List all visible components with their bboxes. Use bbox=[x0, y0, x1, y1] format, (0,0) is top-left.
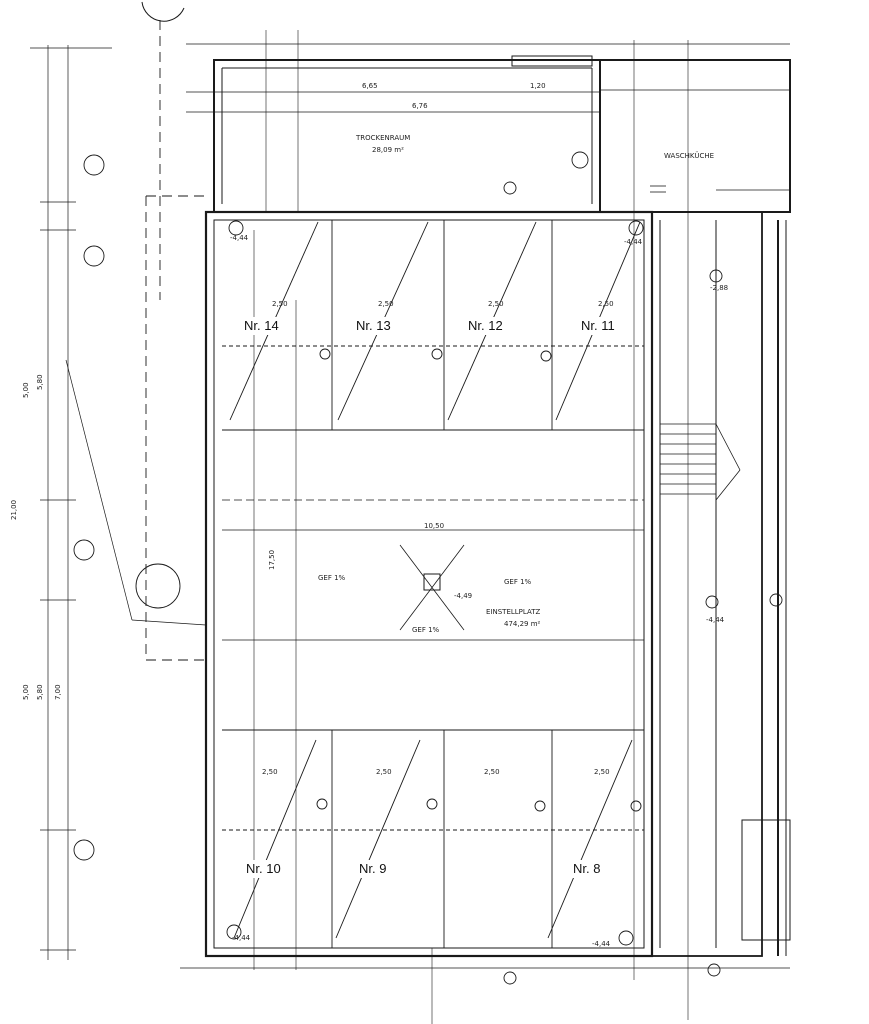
slope-s2: GEF 1% bbox=[504, 578, 532, 586]
floor-drain bbox=[423, 573, 441, 591]
door-arc-top bbox=[141, 1, 185, 22]
parking-bays-bottom bbox=[222, 729, 644, 948]
dim-d6: 2,50 bbox=[488, 300, 504, 308]
dimension-lines-bottom bbox=[180, 43, 790, 969]
waschkueche-label: WASCHKÜCHE bbox=[664, 151, 714, 160]
dim-d5: 2,50 bbox=[378, 300, 394, 308]
tree-symbol bbox=[135, 563, 181, 609]
dim-d12: 10,50 bbox=[424, 522, 444, 530]
slope-s1: GEF 1% bbox=[318, 574, 346, 582]
dim-d7: 2,50 bbox=[598, 300, 614, 308]
parking-label-nr12: Nr. 12 bbox=[462, 317, 509, 335]
parking-label-nr11: Nr. 11 bbox=[575, 317, 621, 335]
dim-d18: 5,80 bbox=[36, 374, 44, 390]
parking-label-nr8: Nr. 8 bbox=[567, 860, 607, 878]
parking-label-nr10: Nr. 10 bbox=[240, 860, 287, 878]
dim-d8: 2,50 bbox=[262, 768, 278, 776]
level-l3: -4,44 bbox=[232, 934, 251, 942]
slope-s3: GEF 1% bbox=[412, 626, 440, 634]
parking-label-nr13: Nr. 13 bbox=[350, 317, 397, 335]
dim-d14: 5,00 bbox=[22, 684, 30, 700]
dim-d19: 5,80 bbox=[36, 684, 44, 700]
dim-d2: 6,76 bbox=[412, 102, 428, 110]
level-l7: -2,88 bbox=[710, 284, 728, 292]
waschkueche-wall bbox=[599, 59, 791, 213]
parking-label-nr14: Nr. 14 bbox=[238, 317, 285, 335]
trockenraum-label: TROCKENRAUM bbox=[355, 134, 410, 142]
dim-d4: 2,50 bbox=[272, 300, 288, 308]
plot-boundary bbox=[145, 20, 206, 661]
driving-aisle bbox=[222, 499, 644, 641]
dim-d9: 2,50 bbox=[376, 768, 392, 776]
dim-d3: 1,20 bbox=[530, 82, 546, 90]
stair-block bbox=[651, 211, 763, 957]
dim-d17: 7,00 bbox=[54, 684, 62, 700]
level-l5: -4,44 bbox=[592, 940, 611, 948]
inner-wall bbox=[213, 219, 645, 949]
einstellplatz-label: EINSTELLPLATZ bbox=[486, 608, 540, 616]
dim-d10: 2,50 bbox=[484, 768, 500, 776]
level-l4: -4,49 bbox=[454, 592, 472, 600]
dim-d13: 5,00 bbox=[22, 382, 30, 398]
dim-d11: 2,50 bbox=[594, 768, 610, 776]
dim-d16: 21,00 bbox=[10, 500, 18, 520]
dimension-lines-left bbox=[30, 45, 207, 960]
parking-label-nr9: Nr. 9 bbox=[353, 860, 393, 878]
dim-d1: 6,65 bbox=[362, 82, 378, 90]
column-markers bbox=[73, 151, 783, 985]
level-l6: -4,44 bbox=[706, 616, 725, 624]
parking-bays-top bbox=[222, 220, 644, 431]
level-l2: -4,44 bbox=[624, 238, 643, 246]
dim-d15: 17,50 bbox=[268, 550, 276, 570]
level-l1: -4,44 bbox=[230, 234, 249, 242]
stair-treads bbox=[650, 185, 790, 501]
trockenraum-area: 28,09 m² bbox=[372, 146, 404, 154]
einstellplatz-area: 474,29 m² bbox=[504, 620, 541, 628]
